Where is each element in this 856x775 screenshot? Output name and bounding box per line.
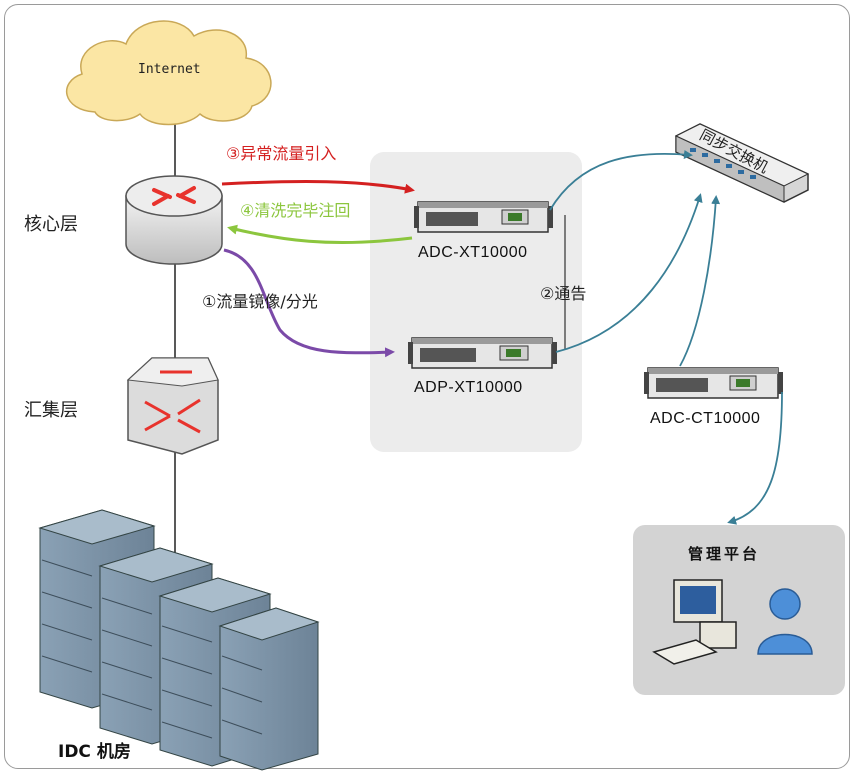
step1-arrow — [223, 248, 395, 358]
adc-xt10000-device-icon — [414, 201, 553, 233]
step1-label: ①流量镜像/分光 — [202, 292, 318, 311]
adc-xt10000-label: ADC-XT10000 — [418, 244, 528, 261]
step3-label: ③异常流量引入 — [226, 144, 337, 163]
adp-to-switch-link — [555, 193, 703, 353]
user-icon — [757, 588, 813, 655]
step3-arrow — [221, 180, 415, 194]
sync-switch-icon — [674, 123, 810, 203]
aggregation-layer-label: 汇集层 — [24, 400, 78, 421]
adp-xt10000-device-icon — [408, 337, 557, 369]
idc-label: IDC 机房 — [58, 742, 131, 762]
internet-cloud — [65, 20, 272, 126]
adc-ct10000-label: ADC-CT10000 — [650, 410, 761, 427]
idc-server-racks — [38, 509, 320, 771]
adp-xt10000-label: ADP-XT10000 — [414, 379, 523, 396]
step4-arrow — [227, 224, 413, 244]
core-layer-label: 核心层 — [24, 214, 78, 235]
adc-to-switch-link — [549, 150, 693, 211]
aggregation-switch-icon — [126, 357, 219, 455]
computer-icon — [652, 579, 737, 665]
adcct-to-mgmt-link — [727, 391, 783, 525]
mgmt-platform-label: 管理平台 — [688, 545, 761, 563]
adcct-to-switch-link — [679, 195, 721, 367]
adc-ct10000-device-icon — [644, 367, 783, 399]
step4-label: ④清洗完毕注回 — [240, 201, 351, 220]
step2-label: ②通告 — [540, 284, 587, 303]
internet-label: Internet — [138, 62, 201, 77]
core-router-icon — [125, 175, 223, 265]
